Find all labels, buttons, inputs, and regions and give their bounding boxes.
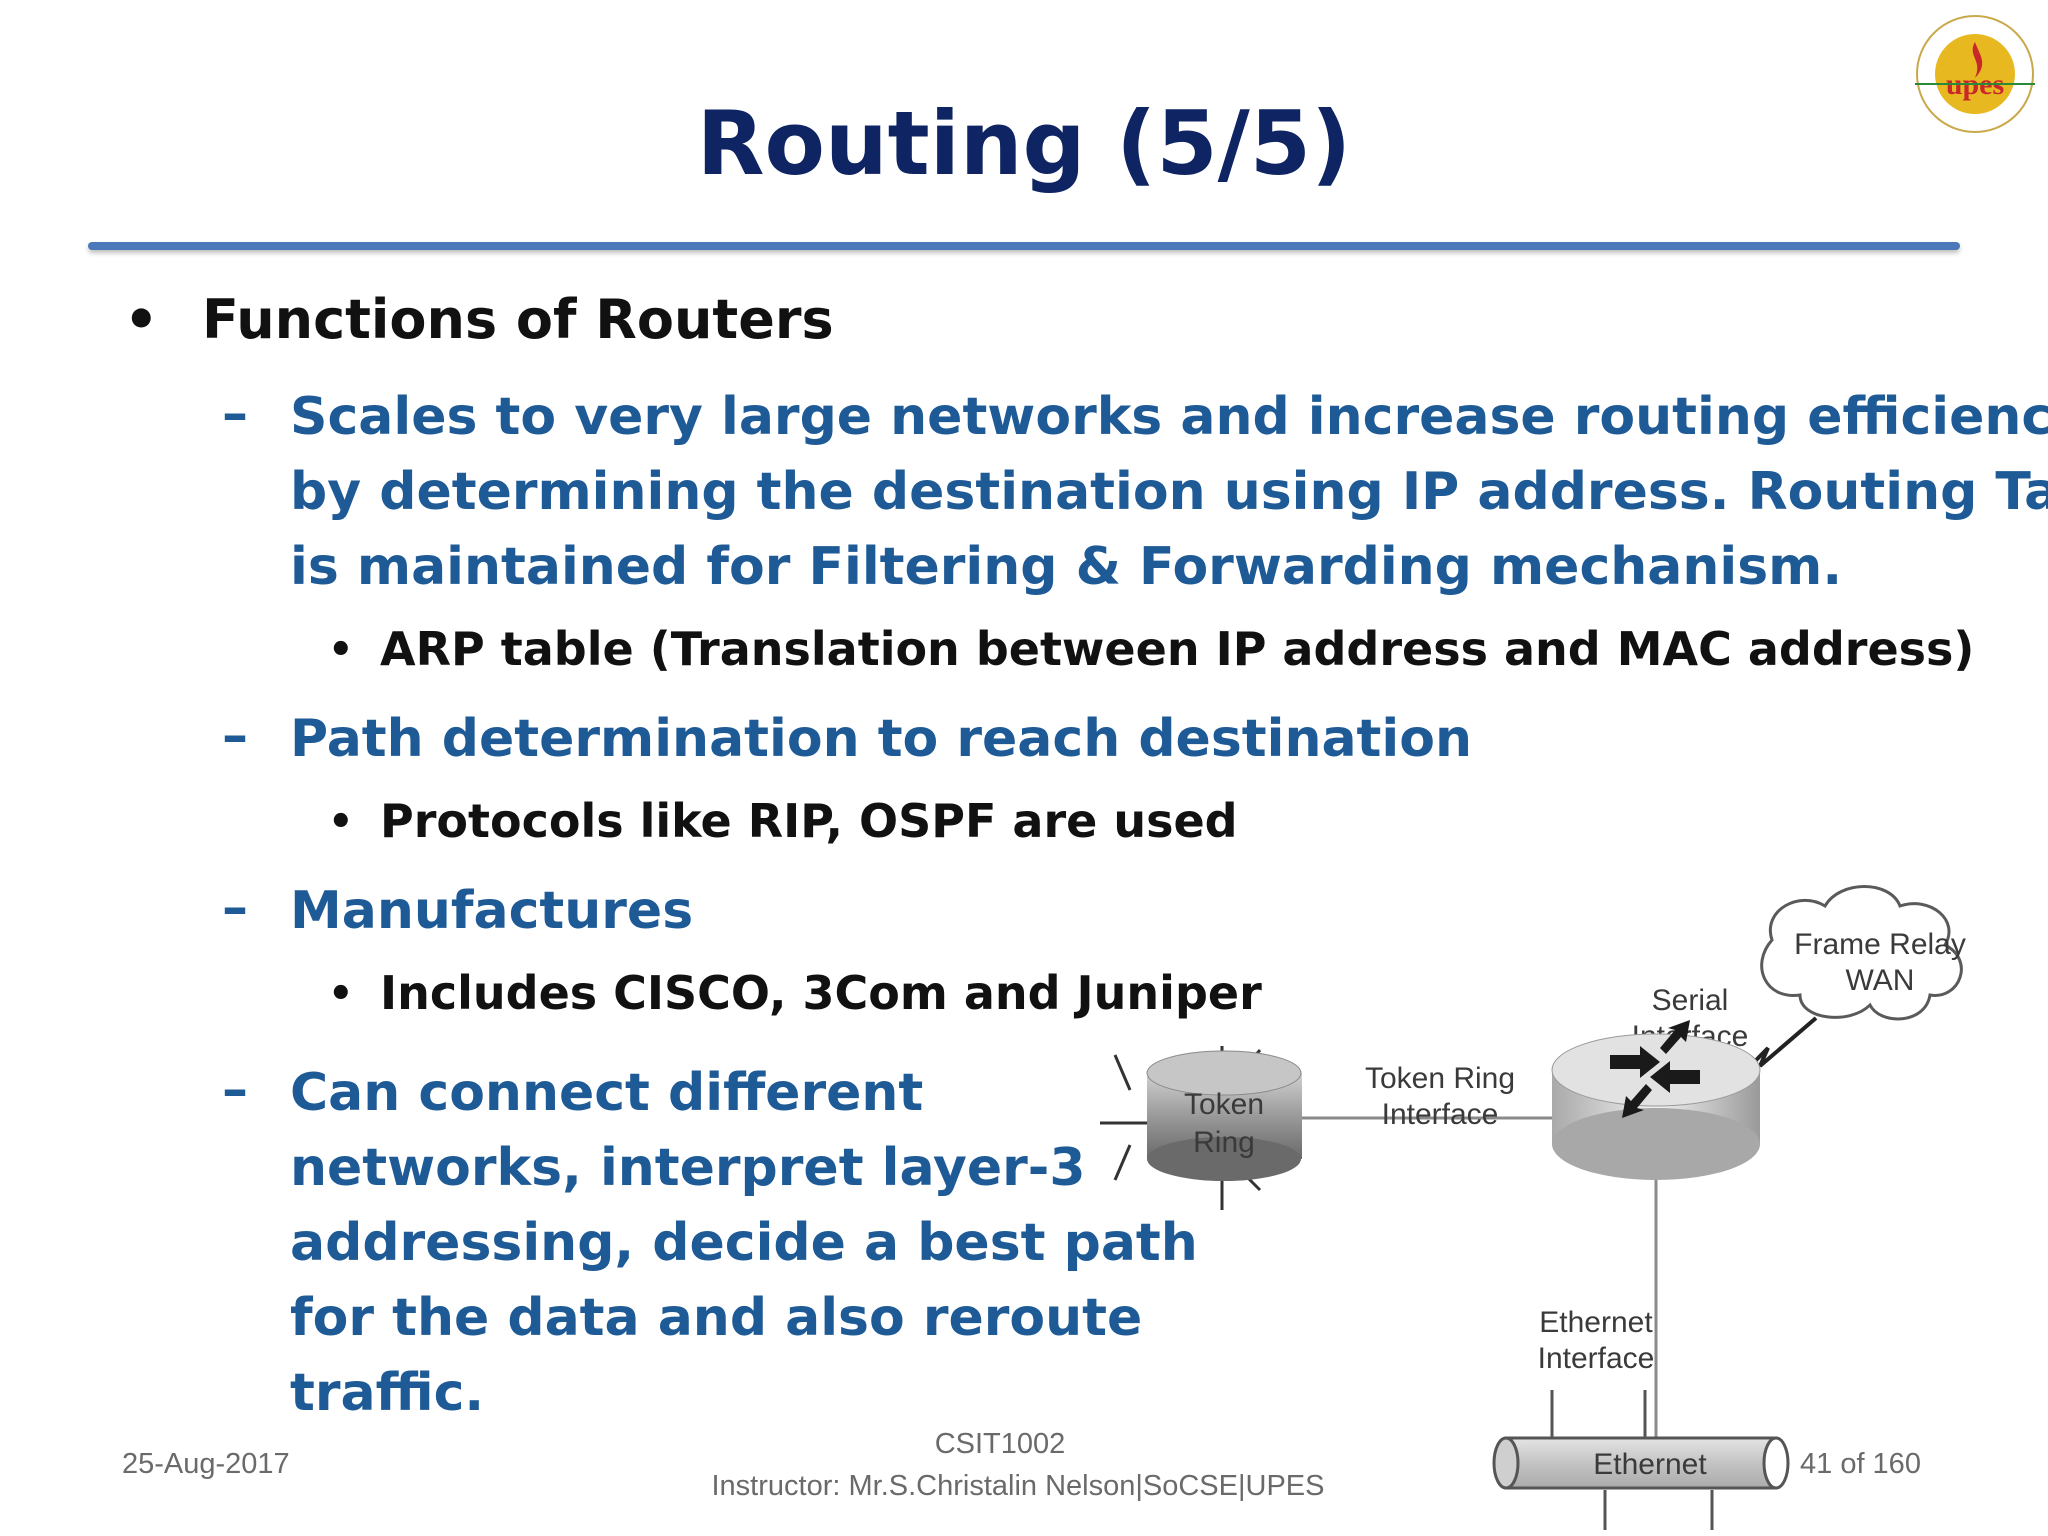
- ethernet-label: Ethernet: [1593, 1448, 1707, 1481]
- dash-marker: –: [222, 1060, 248, 1120]
- sub-bullet-dot: •: [328, 799, 354, 845]
- bullet-dot: •: [124, 288, 159, 351]
- footer-instructor: Instructor: Mr.S.Christalin Nelson|SoCSE…: [711, 1470, 1325, 1502]
- item-4-line-1: Can connect different: [290, 1063, 924, 1123]
- main-bullet-text: Functions of Routers: [202, 288, 834, 351]
- dash-marker: –: [222, 706, 248, 766]
- item-4-line-5: traffic.: [290, 1363, 485, 1423]
- item-1-line-3: is maintained for Filtering & Forwarding…: [290, 537, 1843, 597]
- footer-date: 25-Aug-2017: [122, 1448, 290, 1480]
- eth-if-label-1: Ethernet: [1539, 1306, 1653, 1339]
- item-4-line-2: networks, interpret layer-3: [290, 1138, 1086, 1198]
- frame-relay-cloud-icon: [1760, 885, 1963, 1021]
- token-label-1: Token: [1184, 1088, 1264, 1121]
- eth-if-label-2: Interface: [1538, 1342, 1655, 1375]
- router-diagram: Frame Relay WAN Serial Interface Token R…: [1100, 885, 1966, 1530]
- title-divider: [88, 242, 1960, 250]
- item-1-line-2: by determining the destination using IP …: [290, 462, 2048, 522]
- footer-course: CSIT1002: [934, 1428, 1066, 1460]
- item-2-sub: Protocols like RIP, OSPF are used: [380, 794, 1238, 848]
- item-2-line-1: Path determination to reach destination: [290, 709, 1472, 769]
- router-icon: [1551, 1020, 1761, 1180]
- token-label-2: Ring: [1193, 1126, 1255, 1159]
- tri-label-1: Token Ring: [1365, 1062, 1515, 1095]
- item-1-sub: ARP table (Translation between IP addres…: [380, 622, 1975, 676]
- sub-bullet-dot: •: [328, 627, 354, 673]
- token-ring-icon: [1100, 1046, 1302, 1210]
- item-3-line-1: Manufactures: [290, 881, 694, 941]
- dash-marker: –: [222, 384, 248, 444]
- item-3-sub: Includes CISCO, 3Com and Juniper: [380, 966, 1262, 1020]
- item-4-line-3: addressing, decide a best path: [290, 1213, 1198, 1273]
- item-1-line-1: Scales to very large networks and increa…: [290, 387, 2048, 447]
- sub-bullet-dot: •: [328, 971, 354, 1017]
- university-logo: upes: [1915, 15, 2035, 133]
- ethernet-bus-icon: [1492, 1436, 1790, 1490]
- item-4-line-4: for the data and also reroute: [290, 1288, 1143, 1348]
- slide-title: Routing (5/5): [696, 92, 1352, 195]
- serial-label-1: Serial: [1652, 984, 1729, 1017]
- cloud-label-1: Frame Relay: [1794, 928, 1966, 961]
- tri-label-2: Interface: [1382, 1098, 1499, 1131]
- cloud-label-2: WAN: [1846, 964, 1915, 997]
- dash-marker: –: [222, 878, 248, 938]
- footer-page-number: 41 of 160: [1800, 1448, 1921, 1480]
